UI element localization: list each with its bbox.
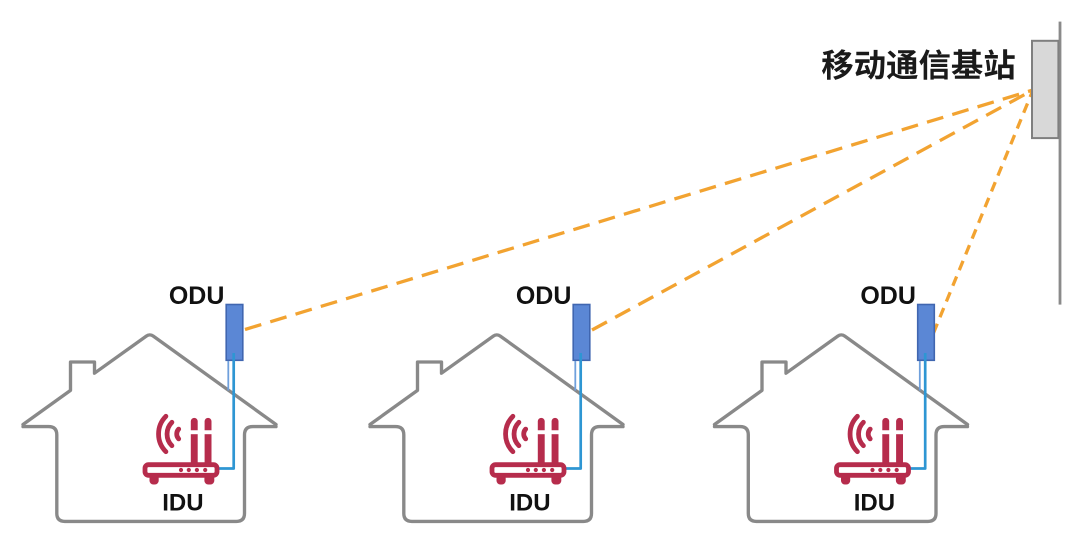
svg-text:ODU: ODU xyxy=(860,282,916,310)
svg-text:ODU: ODU xyxy=(169,282,225,310)
svg-text:ODU: ODU xyxy=(516,282,572,310)
svg-text:IDU: IDU xyxy=(854,489,895,516)
svg-text:IDU: IDU xyxy=(509,489,550,516)
svg-text:IDU: IDU xyxy=(162,489,203,516)
